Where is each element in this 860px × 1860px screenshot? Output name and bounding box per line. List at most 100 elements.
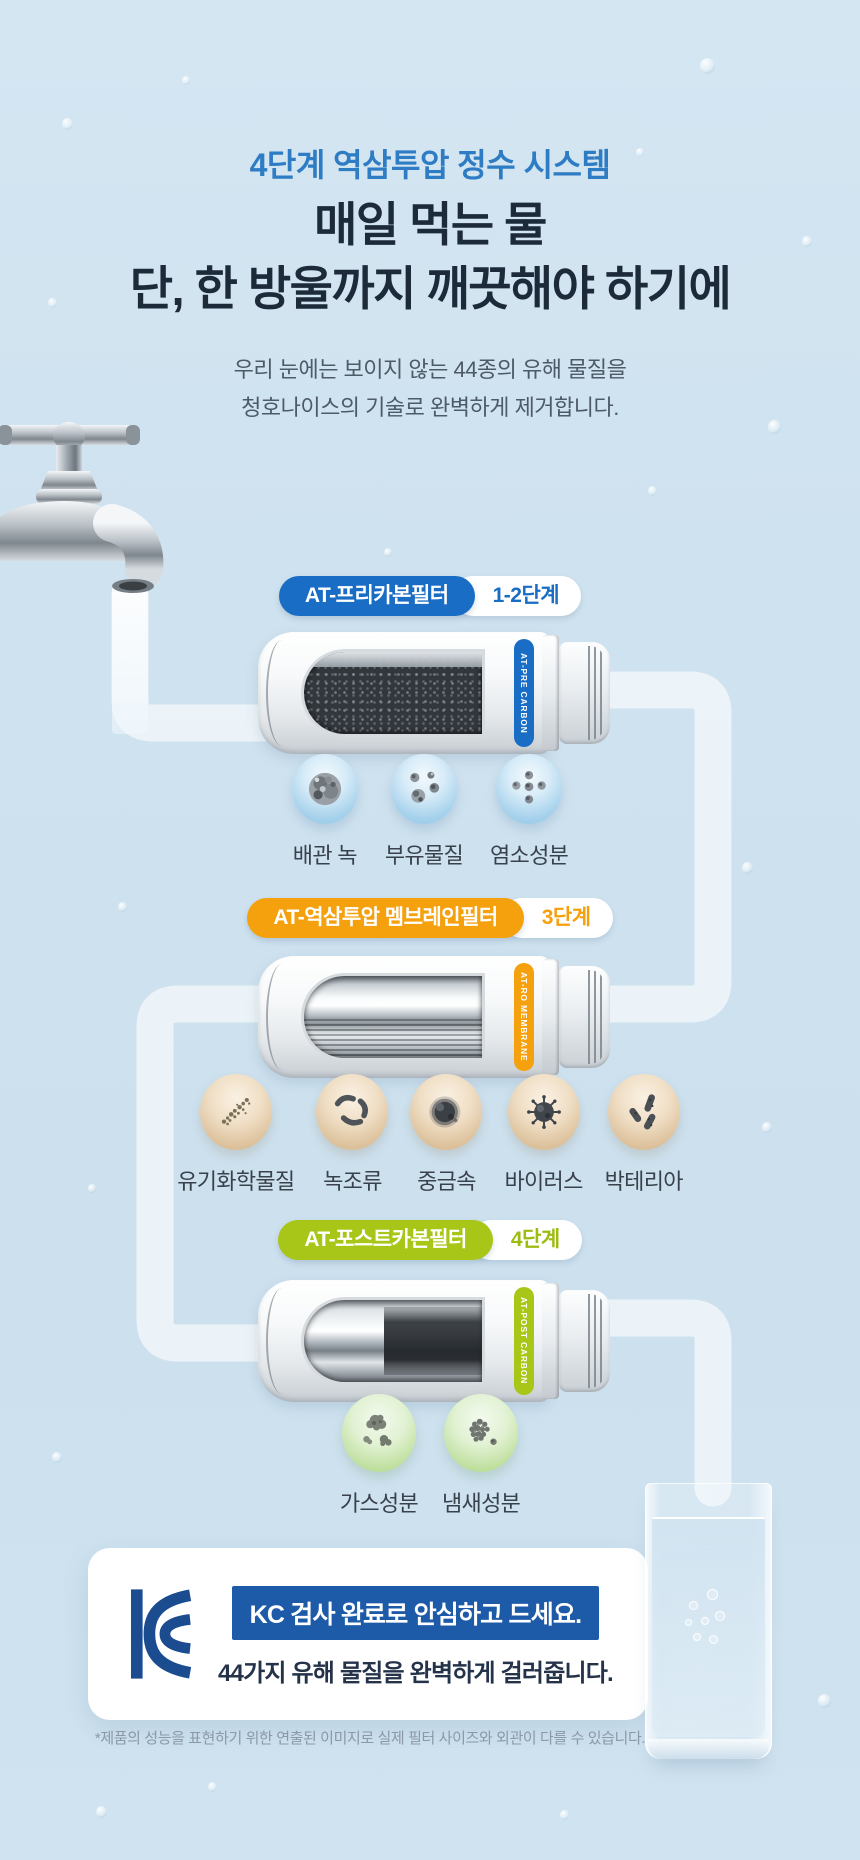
filter3-cartridge-image: AT-POST CARBON [258,1280,610,1402]
disclaimer-footnote: *제품의 성능을 표현하기 위한 연출된 이미지로 실제 필터 사이즈와 외관이… [94,1730,646,1747]
virus-icon [507,1074,580,1150]
droplet-decoration [818,1694,831,1708]
droplet-decoration [118,902,127,912]
page-title-line2: 단, 한 방울까지 깨끗해야 하기에 [129,262,732,315]
header-description-line2: 청호나이스의 기술로 완벽하게 제거합니다. [241,395,619,420]
kc-subline-text: 44가지 유해 물질을 완벽하게 걸러줍니다. [218,1660,614,1687]
droplet-decoration [636,148,644,157]
cartridge-collar [542,959,559,1075]
filter2-label-row: AT-역삼투압 멤브레인필터 3단계 [0,898,860,938]
water-stream [112,584,148,734]
contaminant-label: 가스성분 [339,1491,419,1516]
filter1-label-row: AT-프리카본필터 1-2단계 [0,576,860,616]
contaminant-label: 부유물질 [384,843,464,868]
cartridge-body [258,632,550,754]
filter3-strip-label: AT-POST CARBON [514,1287,534,1395]
contaminant-label: 중금속 [417,1169,476,1194]
filter2-cartridge-image: AT-RO MEMBRANE [258,956,610,1078]
odor-components-icon [444,1394,519,1472]
glass-bubble [693,1633,701,1641]
contaminant-label: 배관 녹 [292,843,358,868]
kc-certification-logo [130,1589,192,1679]
cartridge-body [258,1280,550,1402]
contaminant-label: 유기화학물질 [177,1169,295,1194]
algae-icon [316,1074,389,1150]
gas-components-icon [341,1394,416,1472]
cartridge-collar [542,635,559,751]
cartridge-cap [559,642,610,744]
filter3-contaminants-row: 가스성분 냄새성분 [0,1394,860,1518]
cartridge-cap [559,1290,610,1392]
membrane-media-window [304,976,482,1058]
contaminant-item: 부유물질 [384,754,464,870]
carbon-media-window [304,652,482,734]
header-eyebrow: 4단계 역삼투압 정수 시스템 [249,147,611,183]
droplet-decoration [208,1782,217,1792]
filter2-name-badge: AT-역삼투압 멤브레인필터 [247,898,524,938]
droplet-decoration [182,76,190,85]
contaminant-label: 박테리아 [604,1169,684,1194]
contaminant-label: 바이러스 [504,1169,583,1194]
faucet-image [0,403,174,613]
droplet-decoration [802,236,812,247]
droplet-decoration [762,1122,772,1133]
contaminant-label: 염소성분 [490,843,569,868]
suspended-particles-icon [390,754,457,824]
header-description-line1: 우리 눈에는 보이지 않는 44종의 유해 물질을 [233,357,627,382]
chlorine-icon [496,754,563,824]
droplet-decoration [560,1810,569,1820]
glass-bubble [709,1635,718,1644]
filter3-label-row: AT-포스트카본필터 4단계 [0,1220,860,1260]
pipe-rust-icon [291,754,358,824]
contaminant-item: 녹조류 [316,1074,389,1196]
glass-water [652,1517,765,1737]
droplet-decoration [742,862,753,874]
contaminant-item: 염소성분 [490,754,569,870]
tube-filter2-to-filter3 [136,985,310,1362]
glass-bubble [689,1601,698,1610]
kc-certification-card: KC 검사 완료로 안심하고 드세요. 44가지 유해 물질을 완벽하게 걸러줍… [88,1548,648,1720]
water-glass-image [645,1483,772,1759]
filter3-name-badge: AT-포스트카본필터 [278,1220,493,1260]
droplet-decoration [384,548,392,557]
glass-bubble [685,1619,692,1626]
filter1-name-badge: AT-프리카본필터 [278,576,475,616]
glass-base [648,1739,769,1759]
cartridge-cap [559,966,610,1068]
droplet-decoration [96,1806,107,1818]
filter2-strip-label: AT-RO MEMBRANE [514,963,534,1071]
contaminant-label: 녹조류 [323,1169,382,1194]
glass-bubble [707,1589,718,1600]
droplet-decoration [52,1452,62,1463]
filter1-contaminants-row: 배관 녹 부유물질 [0,754,860,870]
droplet-decoration [768,420,781,434]
filter2-contaminants-row: 유기화학물질 녹조류 [0,1074,860,1196]
contaminant-item: 유기화학물질 [177,1074,295,1196]
droplet-decoration [700,58,715,74]
contaminant-item: 가스성분 [339,1394,419,1518]
contaminant-item: 배관 녹 [291,754,358,870]
droplet-decoration [648,486,657,496]
page-title-line1: 매일 먹는 물 [314,198,547,251]
bacteria-icon [607,1074,680,1150]
droplet-decoration [62,118,73,130]
tube-filter3-to-glass [561,1299,732,1507]
contaminant-label: 냄새성분 [442,1491,521,1516]
filter1-cartridge-image: AT-PRE CARBON [258,632,610,754]
filter2-stage-badge: 3단계 [501,898,613,938]
organic-chemicals-icon [199,1074,272,1150]
heavy-metal-icon [410,1074,483,1150]
glass-bubble [715,1611,725,1621]
contaminant-item: 박테리아 [605,1074,683,1196]
glass-bubble [701,1617,709,1625]
droplet-decoration [48,298,57,308]
cartridge-body [258,956,550,1078]
contaminant-item: 바이러스 [504,1074,583,1196]
tube-filter1-to-filter2 [580,671,732,1023]
droplet-decoration [88,1184,96,1193]
cartridge-collar [542,1283,559,1399]
post-carbon-media-window [304,1300,482,1382]
filter1-strip-label: AT-PRE CARBON [514,639,534,747]
kc-headline-banner: KC 검사 완료로 안심하고 드세요. [231,1586,600,1640]
